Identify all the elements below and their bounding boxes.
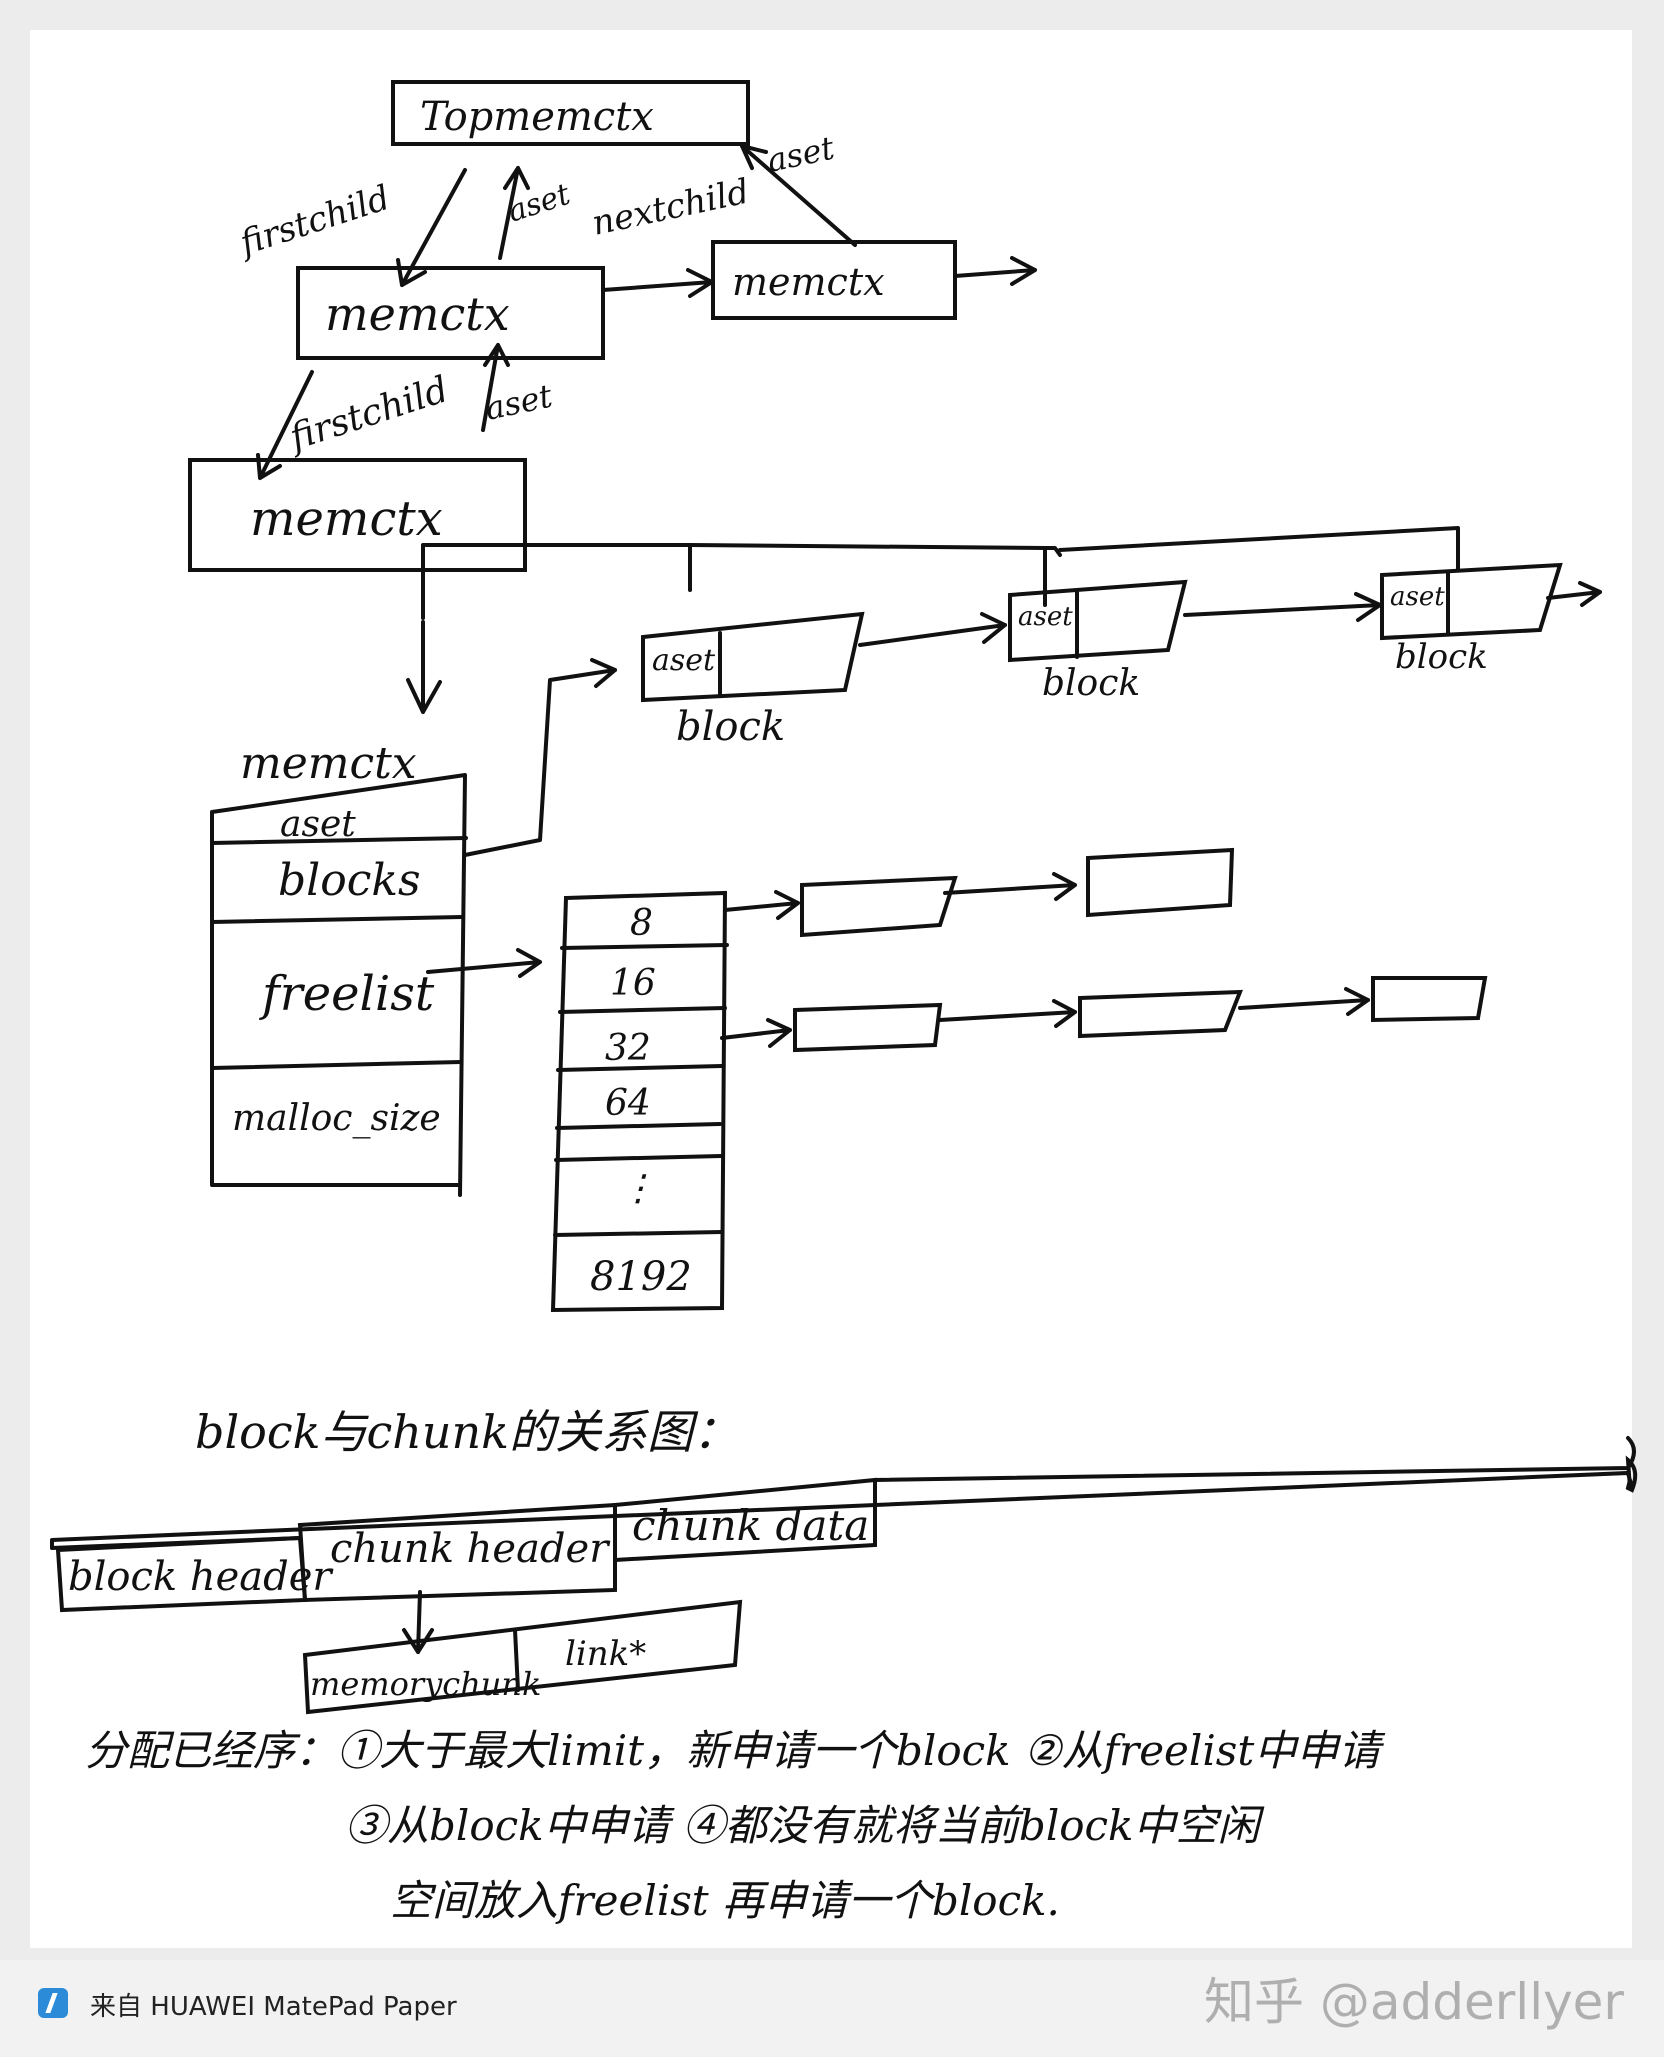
freelist-div-4 (555, 1122, 722, 1130)
block-2-box (1008, 579, 1188, 663)
memctx-field-malloc-size: malloc_size (232, 1098, 441, 1139)
watermark: 知乎 @adderllyer (1203, 1973, 1624, 2031)
sibling-ctx-box (711, 240, 957, 320)
bracket-aset-3 (1043, 526, 1460, 572)
edge-nextchild: nextchild (589, 172, 753, 244)
memorychunk-text: memorychunk (310, 1665, 541, 1703)
link-text: link* (565, 1634, 646, 1674)
freelist-div-5 (554, 1154, 723, 1162)
source-label: 来自 HUAWEI MatePad Paper (90, 1992, 457, 2022)
memctx-title: memctx (240, 738, 417, 789)
freelist-div-6 (553, 1230, 724, 1237)
memctx-field-blocks: blocks (278, 855, 421, 906)
bracket-aset-arrow (406, 620, 442, 714)
block-3-label: block (1395, 637, 1488, 677)
fl-8-chunk-2 (1086, 847, 1235, 918)
freelist-array-box (550, 890, 728, 1313)
blocks-pointer-arrow (463, 658, 617, 857)
block-3-box (1380, 562, 1563, 641)
chunk-header-text: chunk header (330, 1526, 611, 1572)
freelist-size-32: 32 (605, 1028, 651, 1069)
notes-line-1: 分配已经序：①大于最大limit，新申请一个block ②从freelist中申… (85, 1726, 1386, 1775)
sibling-next-arrow (953, 256, 1037, 286)
mid-ctx-label: memctx (325, 287, 510, 341)
block-2-aset: aset (1018, 602, 1073, 632)
child-ctx-box (188, 458, 527, 572)
memctx-divider-2 (210, 915, 464, 924)
freelist-pointer-arrow (426, 948, 542, 978)
block-chain-arrow-3 (1546, 581, 1602, 607)
fl-8-arrow (723, 890, 800, 920)
firstchild-arrow-2 (256, 370, 314, 480)
firstchild-arrow-1 (396, 168, 467, 287)
bracket-aset-2 (688, 543, 1047, 607)
freelist-div-3 (556, 1064, 724, 1072)
freelist-size-ellipsis: ⋮ (620, 1168, 656, 1209)
fl-32-chunk-1 (793, 1002, 943, 1053)
freelist-size-8: 8 (630, 903, 653, 944)
freelist-div-2 (558, 1006, 727, 1014)
fl-32-chain-arrow-1 (938, 999, 1077, 1028)
fl-32-chain-arrow-2 (1238, 987, 1370, 1016)
memory-bar-rest (873, 1436, 1636, 1482)
block-header-text: block header (68, 1554, 334, 1600)
memorychunk-struct-box (302, 1599, 743, 1715)
block-1-box (641, 611, 865, 703)
freelist-size-64: 64 (605, 1083, 651, 1124)
block-chain-arrow-2 (1183, 592, 1382, 622)
freelist-size-16: 16 (610, 963, 656, 1004)
block-1-aset: aset (652, 643, 716, 678)
edge-aset-2: aset (764, 129, 838, 180)
memctx-field-freelist: freelist (259, 966, 435, 1022)
aset-arrow-1 (498, 166, 530, 260)
bracket-aset-1 (421, 543, 692, 620)
notes-line-2: ③从block中申请 ④都没有就将当前block中空闲 (345, 1801, 1265, 1850)
block-1-label: block (676, 704, 785, 750)
fl-32-chunk-3 (1371, 976, 1488, 1023)
sibling-ctx-label: memctx (732, 260, 885, 304)
mid-ctx-box (296, 266, 605, 360)
chunk-header-cell (297, 1502, 617, 1603)
fl-32-arrow (720, 1018, 792, 1048)
memorychunk-divider (513, 1628, 520, 1692)
memctx-struct-box (210, 773, 467, 1197)
edge-firstchild-1: firstchild (233, 178, 395, 265)
freelist-div-1 (560, 943, 729, 950)
block-3-aset: aset (1390, 582, 1445, 612)
fl-32-chunk-2 (1078, 989, 1243, 1039)
chunk-data-cell (613, 1477, 877, 1563)
top-ctx-box (391, 80, 750, 146)
freelist-size-8192: 8192 (590, 1254, 692, 1300)
notes-line-3: 空间放入freelist 再申请一个block. (390, 1876, 1060, 1925)
block-2-label: block (1042, 663, 1140, 704)
child-ctx-label: memctx (250, 491, 443, 547)
chunk-data-text: chunk data (632, 1501, 869, 1550)
footer-bar (0, 1960, 1664, 2057)
matepad-app-icon (38, 1988, 68, 2018)
memctx-divider-3 (210, 1060, 463, 1070)
fl-8-chain-arrow (943, 872, 1077, 901)
memctx-field-aset: aset (280, 804, 356, 845)
block-chain-arrow-1 (858, 612, 1007, 647)
aset-arrow-2 (740, 144, 857, 247)
nextchild-arrow (601, 268, 714, 298)
fl-8-chunk-1 (800, 875, 958, 938)
memctx-divider-1 (210, 836, 468, 845)
top-ctx-label: Topmemctx (420, 94, 654, 140)
section-title: block与chunk的关系图： (195, 1405, 739, 1459)
aset-arrow-3 (481, 343, 510, 432)
